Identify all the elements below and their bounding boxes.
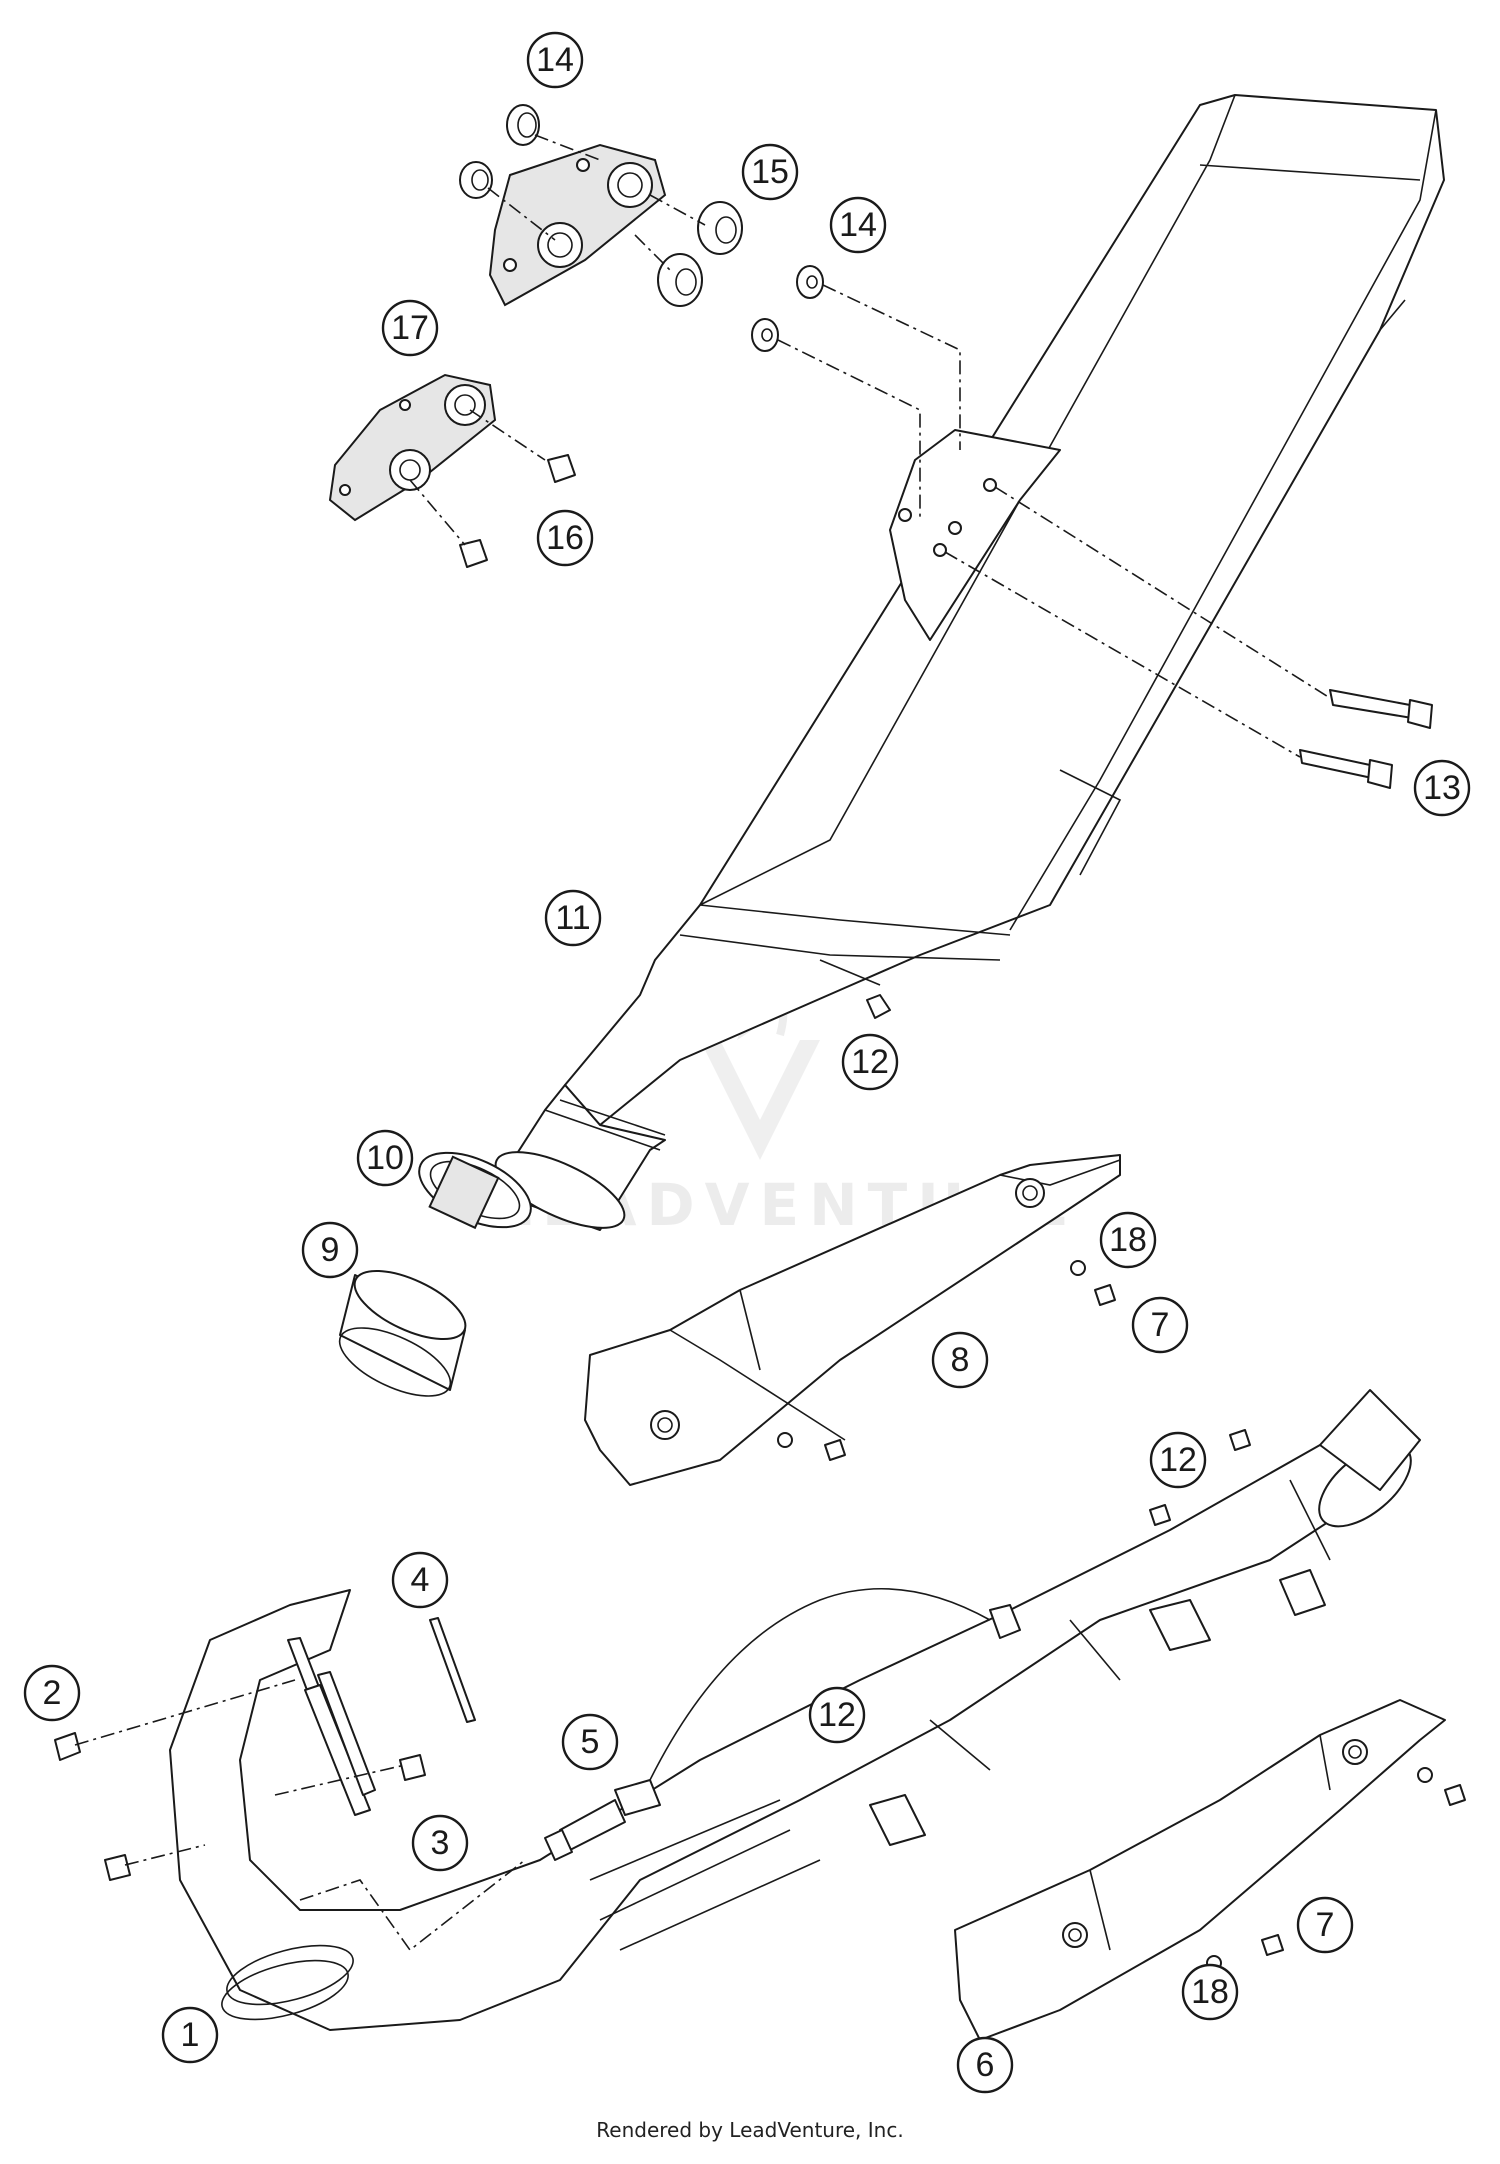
muffler-silencer [494, 94, 1445, 1231]
callout-13: 13 [1413, 759, 1471, 817]
small-hardware [777, 994, 1466, 1971]
svg-text:2: 2 [43, 1674, 62, 1712]
callout-9: 9 [301, 1221, 359, 1279]
svg-text:12: 12 [851, 1043, 889, 1081]
pipe-brackets [869, 1569, 1326, 1846]
callout-12: 12 [1149, 1431, 1207, 1489]
svg-text:5: 5 [581, 1723, 600, 1761]
svg-text:12: 12 [818, 1696, 856, 1734]
callout-7: 7 [1131, 1296, 1189, 1354]
heat-shield-upper [584, 1154, 1121, 1486]
svg-text:18: 18 [1109, 1221, 1147, 1259]
callout-2: 2 [23, 1664, 81, 1722]
rubber-mount-plate [488, 143, 667, 307]
rubber-mount-plate-17 [328, 373, 497, 522]
svg-text:9: 9 [321, 1231, 340, 1269]
callout-3: 3 [411, 1814, 469, 1872]
nuts [54, 1732, 426, 1881]
gasket-ring [338, 1269, 467, 1397]
header-pipe [169, 1389, 1421, 2031]
heat-shield-lower [954, 1699, 1446, 2041]
callout-18: 18 [1099, 1211, 1157, 1269]
svg-text:14: 14 [839, 206, 877, 244]
callout-6: 6 [956, 2036, 1014, 2094]
callout-8: 8 [931, 1331, 989, 1389]
svg-text:13: 13 [1423, 769, 1461, 807]
svg-text:18: 18 [1191, 1973, 1229, 2011]
svg-text:6: 6 [976, 2046, 995, 2084]
callout-5: 5 [561, 1713, 619, 1771]
svg-text:14: 14 [536, 41, 574, 79]
callout-11: 11 [544, 889, 602, 947]
svg-text:15: 15 [751, 153, 789, 191]
svg-text:11: 11 [555, 899, 590, 937]
flange-gasket [287, 1637, 376, 1816]
callout-17: 17 [381, 299, 439, 357]
svg-text:4: 4 [411, 1561, 430, 1599]
callout-1: 1 [161, 2006, 219, 2064]
svg-text:16: 16 [546, 519, 584, 557]
svg-text:7: 7 [1316, 1906, 1335, 1944]
clamp [418, 1151, 532, 1230]
svg-text:3: 3 [431, 1824, 450, 1862]
callout-12: 12 [841, 1033, 899, 1091]
callout-18: 18 [1181, 1963, 1239, 2021]
callout-10: 10 [356, 1129, 414, 1187]
svg-text:12: 12 [1159, 1441, 1197, 1479]
muffler-mount-bracket [889, 429, 1061, 641]
svg-text:7: 7 [1151, 1306, 1170, 1344]
spacer-bushings [459, 104, 824, 352]
svg-text:10: 10 [366, 1139, 404, 1177]
callout-16: 16 [536, 509, 594, 567]
leader-lines [409, 134, 1331, 758]
callout-4: 4 [391, 1551, 449, 1609]
svg-text:1: 1 [181, 2016, 200, 2054]
bolts-16 [459, 454, 576, 568]
callout-15: 15 [741, 143, 799, 201]
render-credit: Rendered by LeadVenture, Inc. [596, 2118, 904, 2142]
svg-text:17: 17 [391, 309, 429, 347]
callout-14: 14 [829, 196, 887, 254]
bolts-13 [1299, 689, 1433, 789]
leader-lines-lower [74, 1679, 526, 1952]
callout-14: 14 [526, 31, 584, 89]
svg-text:8: 8 [951, 1341, 970, 1379]
callout-12: 12 [808, 1686, 866, 1744]
callout-7: 7 [1296, 1896, 1354, 1954]
gasket-strip [429, 1617, 476, 1723]
oxygen-sensor [544, 1587, 1021, 1861]
